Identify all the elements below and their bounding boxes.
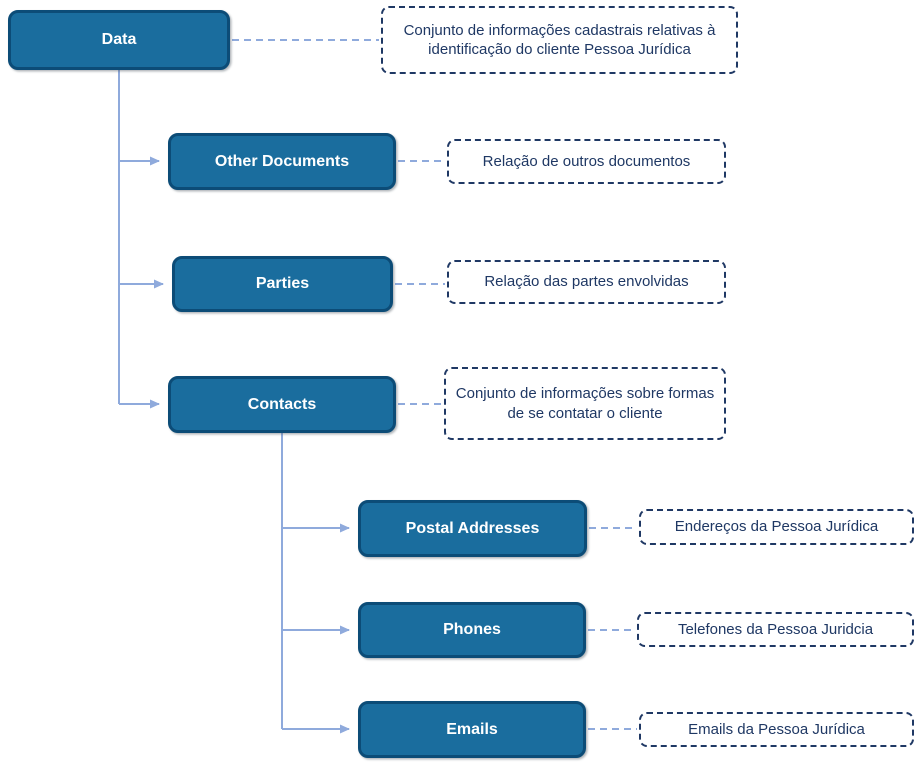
node-postal-addresses: Postal Addresses (358, 500, 587, 557)
note-contacts: Conjunto de informações sobre formas de … (444, 367, 726, 440)
node-parties: Parties (172, 256, 393, 312)
tree-branch-contacts (281, 433, 350, 734)
note-parties: Relação das partes envolvidas (447, 260, 726, 304)
note-data: Conjunto de informações cadastrais relat… (381, 6, 738, 74)
note-postal-addresses: Endereços da Pessoa Jurídica (639, 509, 914, 545)
note-emails: Emails da Pessoa Jurídica (639, 712, 914, 747)
note-other-documents: Relação de outros documentos (447, 139, 726, 184)
note-phones: Telefones da Pessoa Juridcia (637, 612, 914, 647)
note-connectors (232, 39, 637, 730)
node-data: Data (8, 10, 230, 70)
node-emails: Emails (358, 701, 586, 758)
node-phones: Phones (358, 602, 586, 658)
tree-branch-data (118, 70, 164, 409)
node-other-documents: Other Documents (168, 133, 396, 190)
node-contacts: Contacts (168, 376, 396, 433)
